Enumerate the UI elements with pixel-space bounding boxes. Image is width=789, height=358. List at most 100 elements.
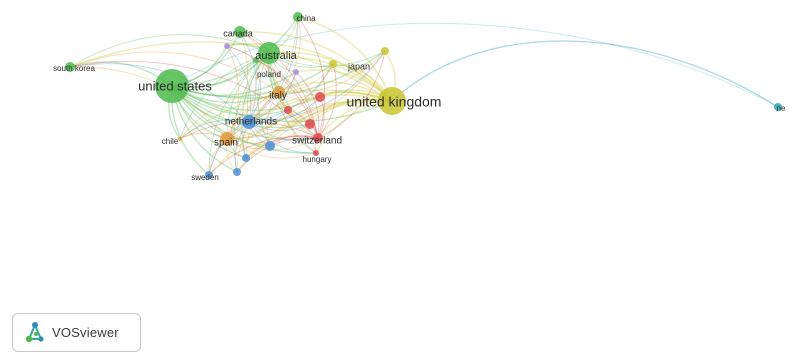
network-link	[278, 16, 301, 93]
node-label-australia: australia	[255, 50, 297, 62]
vosviewer-logo-icon	[25, 321, 44, 342]
network-link	[248, 121, 317, 154]
network-link	[268, 51, 393, 102]
network-link	[226, 45, 280, 93]
node-label-chile: chile	[162, 137, 179, 146]
network-link	[171, 22, 779, 108]
node-minor-7[interactable]	[253, 57, 259, 63]
node-italy[interactable]	[273, 86, 285, 98]
node-chile[interactable]	[178, 137, 182, 141]
network-link	[171, 63, 334, 98]
network-link	[226, 31, 249, 140]
network-link	[226, 45, 239, 140]
network-link	[226, 71, 297, 140]
network-link	[278, 91, 319, 139]
network-link	[226, 43, 393, 102]
node-hungary[interactable]	[313, 150, 319, 156]
network-link	[171, 85, 393, 123]
network-link	[248, 50, 386, 123]
node-australia[interactable]	[258, 42, 280, 64]
node-label-sweden: sweden	[191, 173, 219, 182]
network-link	[278, 50, 386, 94]
network-link	[171, 85, 321, 112]
network-link	[226, 52, 270, 140]
node-minor-3[interactable]	[265, 141, 275, 151]
network-link	[245, 135, 319, 159]
network-link	[268, 50, 386, 67]
network-link	[248, 16, 299, 123]
node-united-kingdom[interactable]	[378, 87, 406, 115]
network-link	[226, 50, 386, 140]
network-link	[208, 52, 270, 176]
node-netherlands[interactable]	[242, 115, 256, 129]
network-link	[233, 52, 270, 173]
node-minor-1[interactable]	[305, 119, 315, 129]
network-link	[317, 50, 386, 139]
node-label-poland: poland	[257, 70, 281, 79]
node-minor-5[interactable]	[233, 168, 241, 176]
node-south-korea[interactable]	[65, 62, 75, 72]
node-label-south-korea: south korea	[53, 64, 95, 73]
network-link	[171, 16, 299, 87]
network-link	[248, 63, 334, 123]
network-link	[226, 45, 252, 123]
vosviewer-brand-label: VOSviewer	[52, 325, 119, 340]
network-link	[208, 91, 280, 176]
node-spain[interactable]	[220, 132, 234, 146]
network-link	[297, 16, 393, 102]
node-label-china: china	[296, 14, 316, 23]
network-link	[171, 85, 311, 129]
network-link	[236, 100, 393, 173]
network-link	[226, 138, 317, 159]
network-link	[268, 52, 317, 154]
node-label-far-right: ne	[777, 104, 786, 113]
node-china[interactable]	[293, 12, 303, 22]
node-canada[interactable]	[234, 26, 246, 38]
network-link	[295, 71, 320, 139]
network-link	[179, 119, 250, 140]
node-switzerland[interactable]	[313, 133, 323, 143]
network-link	[268, 52, 319, 139]
network-link	[317, 63, 337, 139]
node-minor-8[interactable]	[224, 43, 230, 49]
node-minor-4[interactable]	[242, 154, 250, 162]
network-link	[248, 96, 321, 124]
network-link	[69, 60, 319, 139]
network-nodes	[65, 12, 782, 179]
node-label-netherlands: netherlands	[225, 117, 277, 128]
node-minor-6[interactable]	[381, 47, 389, 55]
network-link	[269, 99, 393, 147]
node-label-united-states: united states	[138, 78, 212, 93]
network-link	[391, 40, 779, 108]
network-link	[69, 34, 270, 68]
node-label-united-kingdom: united kingdom	[347, 94, 442, 110]
node-far-right[interactable]	[774, 103, 782, 111]
network-link	[69, 51, 280, 93]
node-japan[interactable]	[329, 60, 337, 68]
network-link	[226, 96, 321, 140]
node-minor-0[interactable]	[315, 92, 325, 102]
network-link	[278, 63, 334, 93]
node-sweden[interactable]	[205, 171, 213, 179]
node-label-spain: spain	[214, 138, 238, 149]
network-links	[69, 16, 779, 176]
network-link	[239, 31, 393, 102]
node-label-japan: japan	[347, 61, 370, 71]
vosviewer-badge: VOSviewer	[12, 313, 141, 352]
network-link	[241, 52, 270, 159]
network-link	[278, 91, 317, 154]
network-link	[226, 63, 334, 140]
network-link	[245, 99, 393, 159]
network-link	[171, 85, 319, 141]
network-link	[226, 59, 258, 140]
node-poland[interactable]	[293, 69, 299, 75]
network-link	[208, 99, 393, 176]
node-label-italy: italy	[269, 91, 287, 102]
node-united-states[interactable]	[155, 69, 189, 103]
node-minor-2[interactable]	[284, 106, 292, 114]
node-label-hungary: hungary	[303, 155, 332, 164]
network-link	[255, 59, 319, 139]
network-link	[69, 41, 393, 102]
